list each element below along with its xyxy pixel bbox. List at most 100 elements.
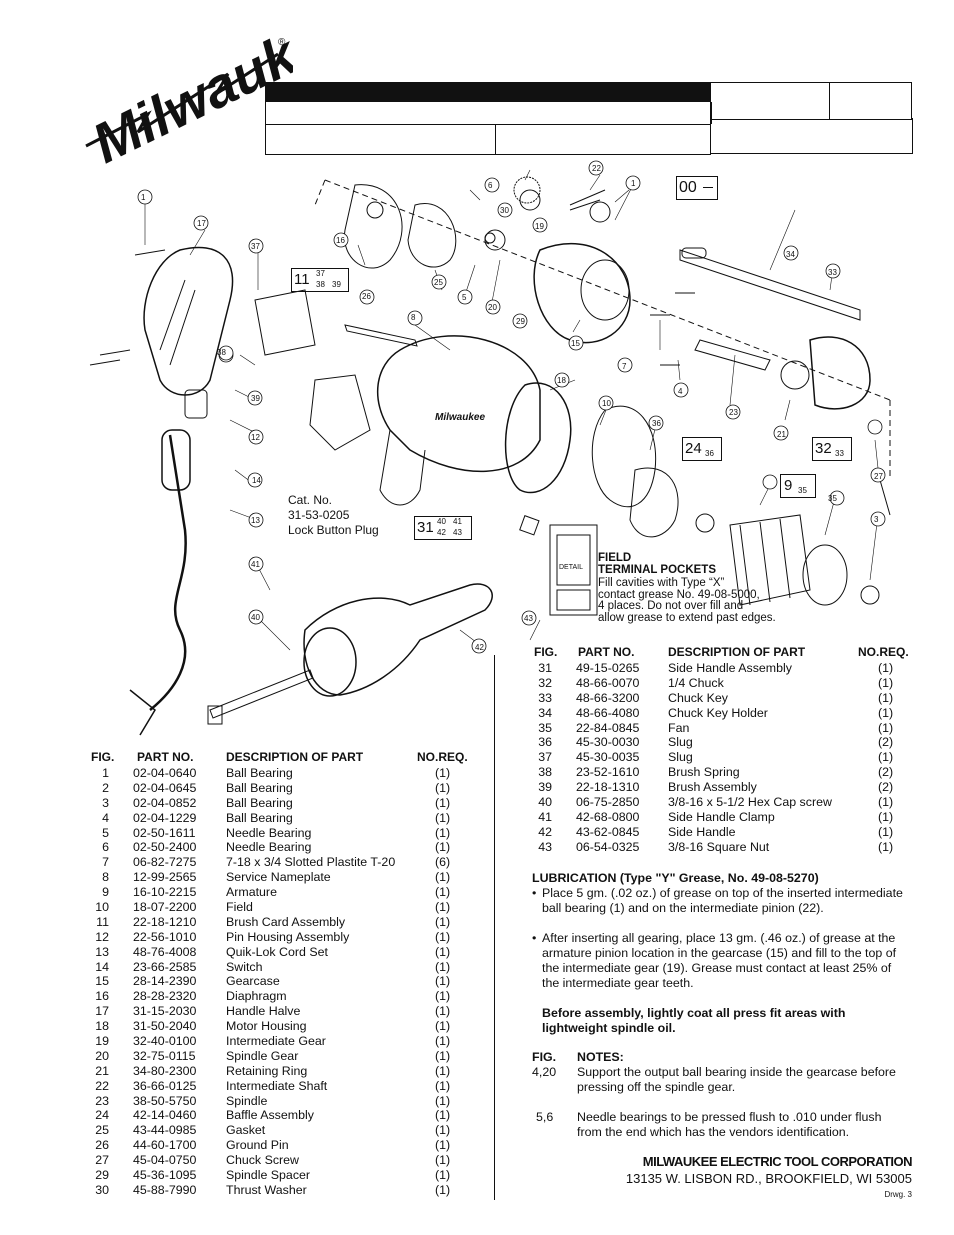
cell-part-no: 06-82-7275 xyxy=(133,855,197,870)
cell-qty: (1) xyxy=(878,839,894,854)
cell-fig: 14 xyxy=(95,959,109,974)
drawing-number: Drwg. 3 xyxy=(884,1190,912,1199)
callout-18: 18 xyxy=(557,376,566,385)
cell-description: Ball Bearing xyxy=(226,780,293,795)
callout-35: 35 xyxy=(828,494,837,503)
cell-description: Fan xyxy=(668,720,690,735)
cell-fig: 40 xyxy=(538,795,552,810)
cell-qty: (1) xyxy=(435,795,451,810)
cell-part-no: 32-75-0115 xyxy=(133,1048,196,1063)
callout-23: 23 xyxy=(729,408,738,417)
cell-qty: (1) xyxy=(435,1034,451,1049)
cell-fig: 38 xyxy=(538,765,552,780)
cell-description: Side Handle Clamp xyxy=(668,809,775,824)
cell-description: Gearcase xyxy=(226,974,280,989)
cell-qty: (1) xyxy=(435,1093,451,1108)
cell-qty: (1) xyxy=(435,1078,451,1093)
callout-43: 43 xyxy=(524,614,533,623)
cell-part-no: 16-10-2215 xyxy=(133,885,197,900)
cell-description: Motor Housing xyxy=(226,1019,307,1034)
callout-33: 33 xyxy=(828,268,837,277)
callout-19: 19 xyxy=(535,222,544,231)
cell-description: Slug xyxy=(668,750,693,765)
cell-fig: 6 xyxy=(102,840,109,855)
callout-6: 6 xyxy=(488,181,493,190)
parts-table-right: FIG. PART NO. DESCRIPTION OF PART NO.REQ… xyxy=(528,645,918,855)
cell-fig: 8 xyxy=(102,870,109,885)
catalog-note: Cat. No. 31-53-0205 Lock Button Plug xyxy=(288,493,379,537)
header-row-1 xyxy=(265,102,712,124)
subassembly-box-24: 24 36 xyxy=(682,437,722,461)
cell-fig: 3 xyxy=(102,795,109,810)
callout-42: 42 xyxy=(475,643,484,652)
table-row: 37 45-30-0035 Slug (1) xyxy=(528,750,918,765)
cell-part-no: 06-54-0325 xyxy=(576,839,640,854)
cell-fig: 23 xyxy=(95,1093,109,1108)
callout-39: 39 xyxy=(251,394,260,403)
cell-qty: (6) xyxy=(435,855,451,870)
header-cell-d xyxy=(828,82,912,120)
cell-description: 3/8-16 Square Nut xyxy=(668,839,770,854)
cell-fig: 26 xyxy=(95,1138,109,1153)
cell-qty: (1) xyxy=(878,675,894,690)
cell-fig: 39 xyxy=(538,780,552,795)
cell-description: Brush Card Assembly xyxy=(226,914,346,929)
cell-fig: 37 xyxy=(538,750,552,765)
callout-34: 34 xyxy=(786,250,795,259)
company-name: MILWAUKEE ELECTRIC TOOL CORPORATION xyxy=(642,1154,913,1169)
lubrication-title: LUBRICATION (Type "Y" Grease, No. 49-08-… xyxy=(532,871,819,885)
cell-fig: 41 xyxy=(538,809,552,824)
cell-description: Ball Bearing xyxy=(226,766,293,780)
header-title-bar xyxy=(265,82,710,102)
cell-fig: 18 xyxy=(95,1019,109,1034)
callout-22: 22 xyxy=(592,164,601,173)
callout-8: 8 xyxy=(411,313,416,322)
cell-part-no: 02-04-0852 xyxy=(133,795,197,810)
callout-7: 7 xyxy=(622,362,627,371)
cell-description: Side Handle xyxy=(668,824,736,839)
lubrication-bullet-2: • After inserting all gearing, place 13 … xyxy=(532,931,897,990)
callout-15: 15 xyxy=(571,339,580,348)
cell-part-no: 44-60-1700 xyxy=(133,1138,197,1153)
cell-fig: 35 xyxy=(538,720,552,735)
subassembly-box-9: 9 35 xyxy=(780,474,816,498)
callout-4: 4 xyxy=(678,387,683,396)
cell-part-no: 31-50-2040 xyxy=(133,1019,197,1034)
cell-description: Chuck Screw xyxy=(226,1153,299,1168)
cell-part-no: 42-68-0800 xyxy=(576,809,640,824)
cell-part-no: 42-14-0460 xyxy=(133,1108,197,1123)
cell-qty: (1) xyxy=(435,1019,451,1034)
cell-part-no: 02-50-2400 xyxy=(133,840,197,855)
cell-qty: (1) xyxy=(878,720,894,735)
cell-description: Brush Assembly xyxy=(668,780,757,795)
cell-qty: (1) xyxy=(878,750,894,765)
cell-qty: (1) xyxy=(435,840,451,855)
milwaukee-logo: Milwaukee ® xyxy=(78,0,362,175)
cell-part-no: 43-44-0985 xyxy=(133,1123,197,1138)
cell-description: Spindle Spacer xyxy=(226,1168,311,1183)
callout-5: 5 xyxy=(462,293,467,302)
cell-fig: 4 xyxy=(102,810,109,825)
registered-mark: ® xyxy=(278,37,286,48)
cell-description: Spindle Gear xyxy=(226,1048,299,1063)
company-address: 13135 W. LISBON RD., BROOKFIELD, WI 5300… xyxy=(625,1171,912,1186)
callout-10: 10 xyxy=(602,399,611,408)
cell-qty: (1) xyxy=(435,1138,451,1153)
cell-part-no: 45-30-0035 xyxy=(576,750,640,765)
note-item: 4,20 Support the output ball bearing ins… xyxy=(532,1065,896,1094)
